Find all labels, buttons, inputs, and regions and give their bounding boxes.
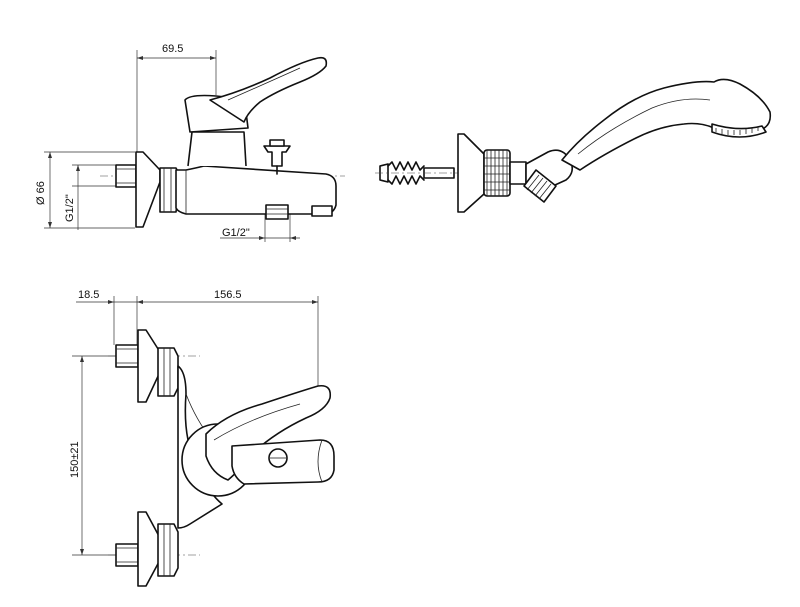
- front-bottom-flange: [137, 511, 161, 587]
- front-bottom-inlet: [115, 543, 139, 567]
- hose-nut: [523, 169, 557, 203]
- front-top-nut: [157, 347, 179, 397]
- side-lever-handle: [209, 56, 328, 123]
- side-inlet-pipe: [115, 164, 137, 188]
- bracket-plate: [457, 133, 485, 213]
- dim-top-width: 69.5: [162, 43, 183, 55]
- front-top-inlet: [115, 344, 139, 368]
- side-diverter-knob: [263, 145, 291, 167]
- side-view: [44, 50, 345, 242]
- side-shower-outlet: [265, 204, 289, 220]
- dim-outlet-thread: G1/2": [222, 227, 250, 239]
- hand-shower-assembly: [375, 78, 772, 213]
- side-flange: [135, 151, 161, 228]
- dim-center-distance: 150±21: [69, 441, 81, 478]
- wall-screw-icon: [379, 163, 389, 183]
- front-bottom-nut: [157, 523, 179, 577]
- side-body: [175, 165, 337, 215]
- side-spout-tip: [311, 205, 333, 217]
- dim-inlet-thread: G1/2": [64, 194, 76, 222]
- front-view: [72, 296, 335, 587]
- shower-head-face: [711, 123, 767, 138]
- bracket-knob: [483, 149, 511, 197]
- hand-shower: [561, 78, 772, 171]
- dim-total-width: 156.5: [214, 289, 242, 301]
- dimension-arrows: [48, 56, 318, 555]
- dim-diameter: Ø 66: [35, 181, 47, 205]
- dim-left-offset: 18.5: [78, 289, 99, 301]
- front-top-flange: [137, 329, 161, 403]
